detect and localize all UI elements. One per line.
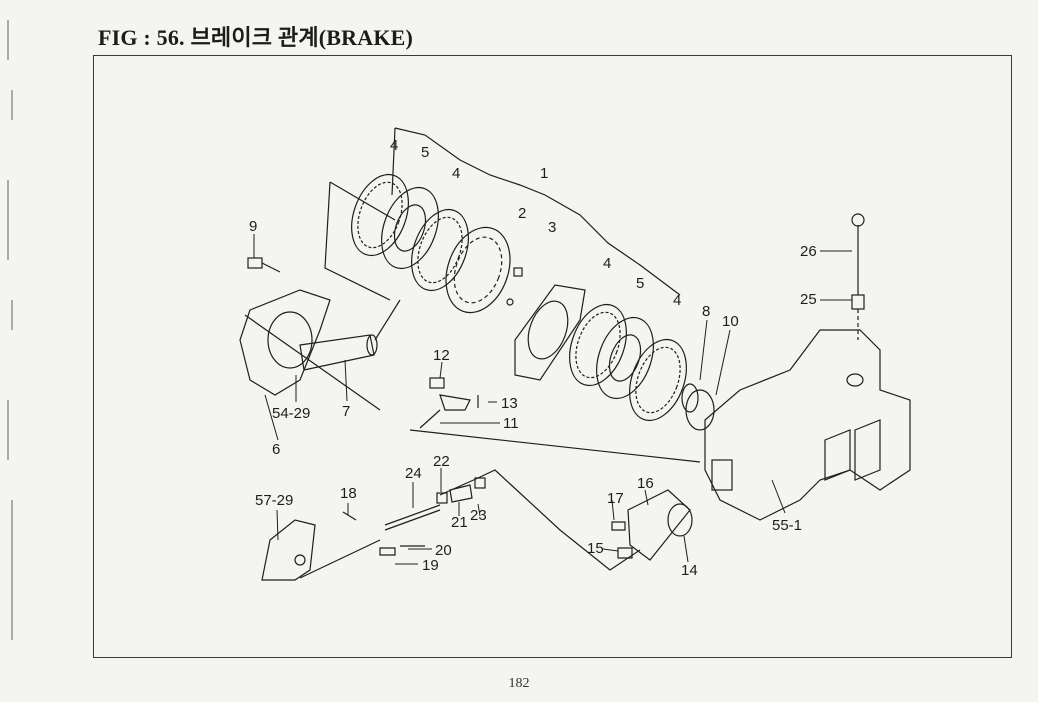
part-1-housing (445, 226, 511, 314)
page-title: FIG : 56. 브레이크 관계(BRAKE) (98, 25, 414, 50)
callout-15: 15 (587, 540, 604, 557)
part-4-disc-b (411, 208, 469, 292)
part-2-screw (513, 267, 523, 277)
callout-5a: 5 (421, 144, 429, 161)
callout-17: 17 (607, 490, 624, 507)
group-line-left (324, 181, 391, 301)
part-16-flange (627, 489, 691, 561)
callout-6: 6 (272, 441, 280, 458)
callout-23: 23 (470, 507, 487, 524)
callout-21: 21 (451, 514, 468, 531)
part-3-ball (506, 298, 514, 306)
part-4-disc-d (629, 338, 687, 422)
callout-4a: 4 (390, 137, 398, 154)
callout-11: 11 (503, 415, 519, 432)
callout-8: 8 (702, 303, 710, 320)
scan-edge-marks (0, 0, 22, 697)
part-21-yoke (449, 484, 473, 503)
callout-4c: 4 (603, 255, 611, 272)
part-6-flange (239, 289, 331, 396)
part-4-disc-a (351, 173, 409, 257)
part-24-rod (384, 504, 441, 526)
callout-24: 24 (405, 465, 422, 482)
callout-16: 16 (637, 475, 654, 492)
part-1-cover (514, 284, 586, 381)
page-number: 182 (508, 676, 530, 691)
callout-26: 26 (800, 243, 817, 260)
part-57-29-arm (261, 519, 316, 581)
part-10-oring (685, 389, 715, 431)
callout-1: 1 (540, 165, 548, 182)
part-12-pin (429, 377, 445, 389)
part-17-bolt (611, 521, 626, 531)
part-55-1-housing (704, 329, 911, 521)
part-25-plug (851, 294, 865, 310)
diagram-frame (93, 55, 1012, 658)
callout-9: 9 (249, 218, 257, 235)
cable-line (439, 469, 641, 571)
callout-55-1: 55-1 (772, 517, 802, 534)
part-11-lever (439, 394, 471, 411)
callout-25: 25 (800, 291, 817, 308)
part-19-clip (379, 547, 396, 556)
callout-19: 19 (422, 557, 439, 574)
callout-20: 20 (435, 542, 452, 559)
callout-labels: 1 2 3 4 5 4 4 5 4 6 7 8 9 10 11 12 13 14… (249, 137, 817, 579)
callout-57-29: 57-29 (255, 492, 293, 509)
callout-13: 13 (501, 395, 518, 412)
callout-5b: 5 (636, 275, 644, 292)
part-4-disc-c (569, 303, 627, 387)
part-7-shaft (299, 334, 375, 371)
callout-2: 2 (518, 205, 526, 222)
callout-4b: 4 (452, 165, 460, 182)
part-22-nut (436, 492, 448, 504)
part-5-plate-a (381, 186, 439, 270)
part-9-bolt (247, 257, 263, 269)
callout-18: 18 (340, 485, 357, 502)
callout-3: 3 (548, 219, 556, 236)
part-8-ring (681, 383, 699, 413)
part-5-plate-b (596, 316, 654, 400)
group-line-top (394, 127, 681, 296)
part-18-pin (342, 511, 357, 521)
part-23-nut (474, 477, 486, 489)
callout-14: 14 (681, 562, 698, 579)
callout-12: 12 (433, 347, 450, 364)
callout-22: 22 (433, 453, 450, 470)
callout-4d: 4 (673, 292, 681, 309)
callout-7: 7 (342, 403, 350, 420)
part-14-valve (667, 503, 693, 537)
callout-10: 10 (722, 313, 739, 330)
part-15-bolt (617, 547, 633, 559)
callout-54-29: 54-29 (272, 405, 310, 422)
